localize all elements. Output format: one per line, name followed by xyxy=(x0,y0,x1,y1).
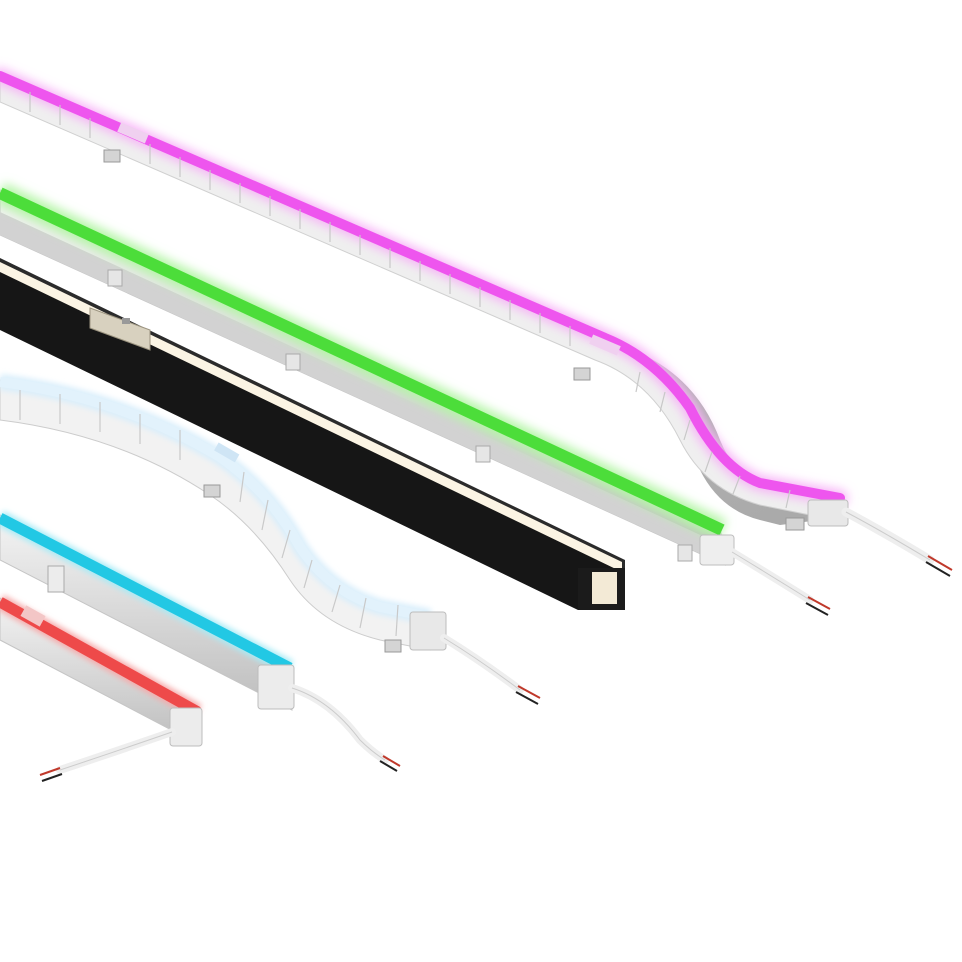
red-strip xyxy=(0,595,203,782)
red-strip-endcap xyxy=(169,707,203,747)
mounting-clip xyxy=(285,353,301,371)
wire-black xyxy=(41,773,63,782)
mounting-clip xyxy=(785,517,805,531)
warm-white-diffuser xyxy=(0,262,622,572)
mounting-clip xyxy=(573,367,591,381)
mounting-clip xyxy=(103,149,121,163)
wire-red xyxy=(39,767,61,776)
profile-joint-screw xyxy=(122,318,130,324)
ice-blue-strip-joint xyxy=(214,442,240,463)
cyan-strip-cable xyxy=(288,684,389,764)
wire-red xyxy=(807,596,831,610)
black-profile-body xyxy=(0,260,625,610)
magenta-strip-segments xyxy=(29,92,791,509)
mounting-clip xyxy=(107,269,123,287)
wire-black xyxy=(515,691,539,705)
mounting-clip xyxy=(384,639,402,653)
mounting-clip xyxy=(475,445,491,463)
wire-red xyxy=(517,685,541,699)
warm-white-end-diffuser xyxy=(592,572,617,604)
wire-red xyxy=(382,755,401,767)
ice-blue-strip-cable xyxy=(440,634,524,694)
wire-black xyxy=(379,760,398,772)
warm-white-strip xyxy=(0,258,625,610)
magenta-strip-joint xyxy=(117,122,149,144)
magenta-strip xyxy=(0,68,953,577)
ice-blue-strip xyxy=(0,374,541,705)
wire-black xyxy=(925,561,951,577)
wire-red xyxy=(927,555,953,571)
magenta-strip-light xyxy=(0,71,845,503)
ice-blue-strip-segments xyxy=(19,390,399,637)
green-strip xyxy=(0,183,831,616)
magenta-strip-joint xyxy=(589,334,621,356)
ice-blue-strip-endcap xyxy=(409,611,447,651)
ice-blue-strip-light xyxy=(0,377,431,622)
mounting-clip xyxy=(47,565,65,593)
cyan-strip xyxy=(0,510,401,772)
green-strip-light xyxy=(0,187,725,536)
mounting-clip xyxy=(203,484,221,498)
wire-black xyxy=(805,602,829,616)
mounting-clip xyxy=(677,544,693,562)
green-strip-side xyxy=(0,212,725,565)
cyan-strip-light xyxy=(0,513,293,673)
red-strip-joint xyxy=(20,605,46,627)
